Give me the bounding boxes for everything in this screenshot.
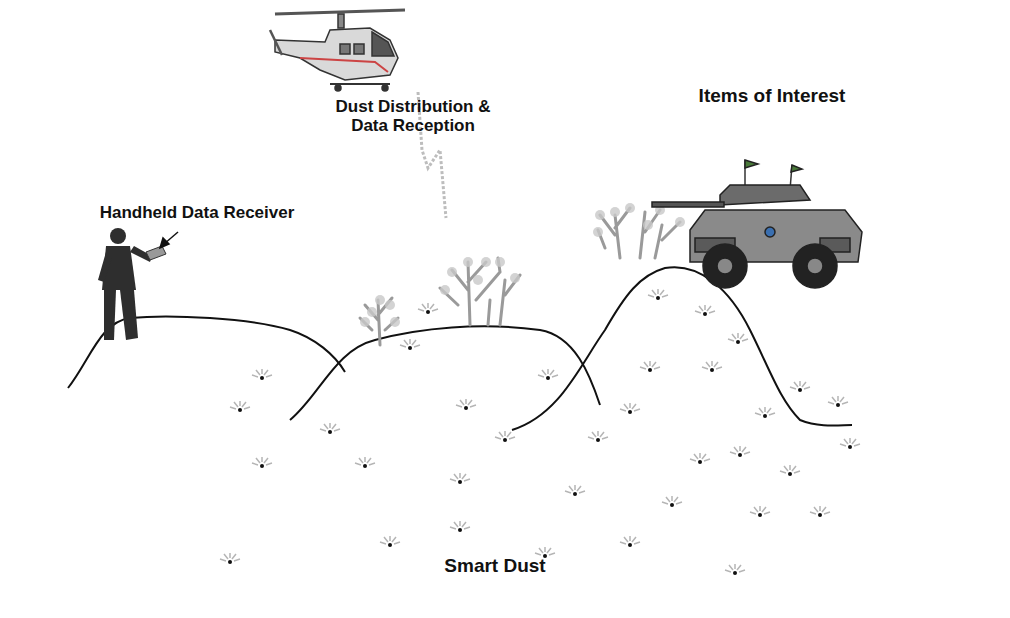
- pointer-arrow: [160, 232, 178, 248]
- bushes: [360, 208, 680, 345]
- figure-label: Handheld Data Receiver: [72, 204, 322, 223]
- figure-label: Smart Dust: [425, 556, 565, 577]
- hill: [512, 267, 852, 430]
- foliage: [360, 203, 685, 327]
- bush: [440, 258, 520, 325]
- soldier: [98, 228, 166, 340]
- armored-vehicle: [652, 160, 862, 288]
- helicopter: [270, 10, 405, 91]
- bush: [598, 208, 680, 258]
- hills: [68, 267, 852, 430]
- hill: [290, 326, 600, 420]
- figure-label: Dust Distribution & Data Reception: [318, 98, 508, 135]
- smart-dust: [220, 289, 860, 575]
- figure-label: Items of Interest: [672, 86, 872, 107]
